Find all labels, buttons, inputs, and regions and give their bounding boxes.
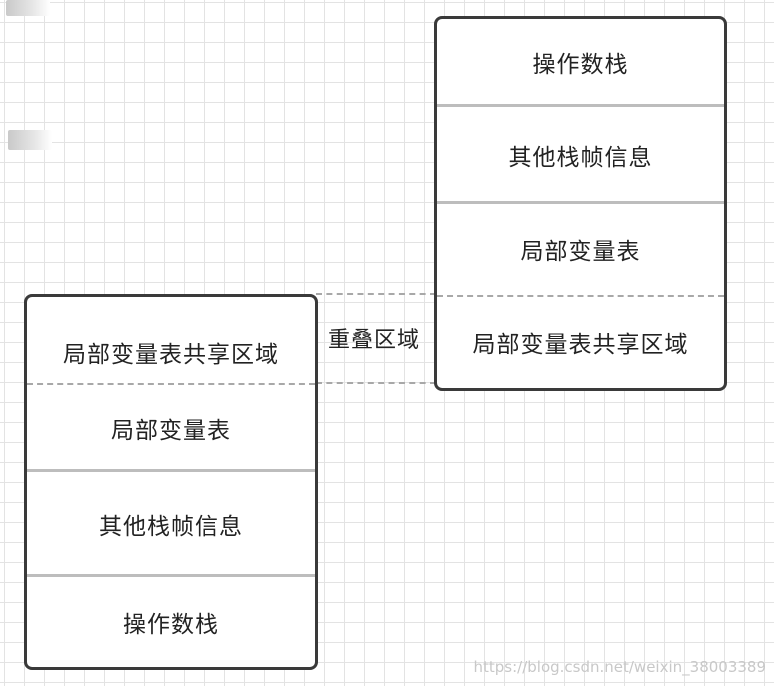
stack-frame-upper: 操作数栈 其他栈帧信息 局部变量表 局部变量表共享区域 (434, 16, 727, 391)
overlap-boundary-dash (27, 383, 315, 385)
overlap-bottom-dash (316, 382, 436, 384)
cell-divider (27, 574, 315, 577)
cell-shared-local-variables: 局部变量表共享区域 (472, 332, 689, 358)
cell-other-frame-info: 其他栈帧信息 (99, 513, 243, 540)
watermark-url: https://blog.csdn.net/weixin_38003389 (473, 658, 766, 676)
cell-operand-stack: 操作数栈 (123, 612, 219, 638)
partial-shape-top (6, 0, 50, 16)
cell-divider (437, 104, 724, 107)
cell-local-variables: 局部变量表 (111, 418, 231, 444)
cell-divider (437, 201, 724, 204)
partial-shape-middle (8, 130, 52, 150)
cell-shared-local-variables: 局部变量表共享区域 (63, 342, 279, 368)
cell-other-frame-info: 其他栈帧信息 (508, 144, 653, 171)
cell-operand-stack: 操作数栈 (532, 52, 629, 78)
cell-divider (27, 469, 315, 472)
overlap-region-label: 重叠区域 (328, 328, 421, 353)
stack-frame-lower: 局部变量表共享区域 局部变量表 其他栈帧信息 操作数栈 (24, 294, 318, 670)
overlap-top-dash (316, 293, 436, 295)
cell-local-variables: 局部变量表 (520, 239, 641, 265)
overlap-boundary-dash (437, 295, 724, 297)
